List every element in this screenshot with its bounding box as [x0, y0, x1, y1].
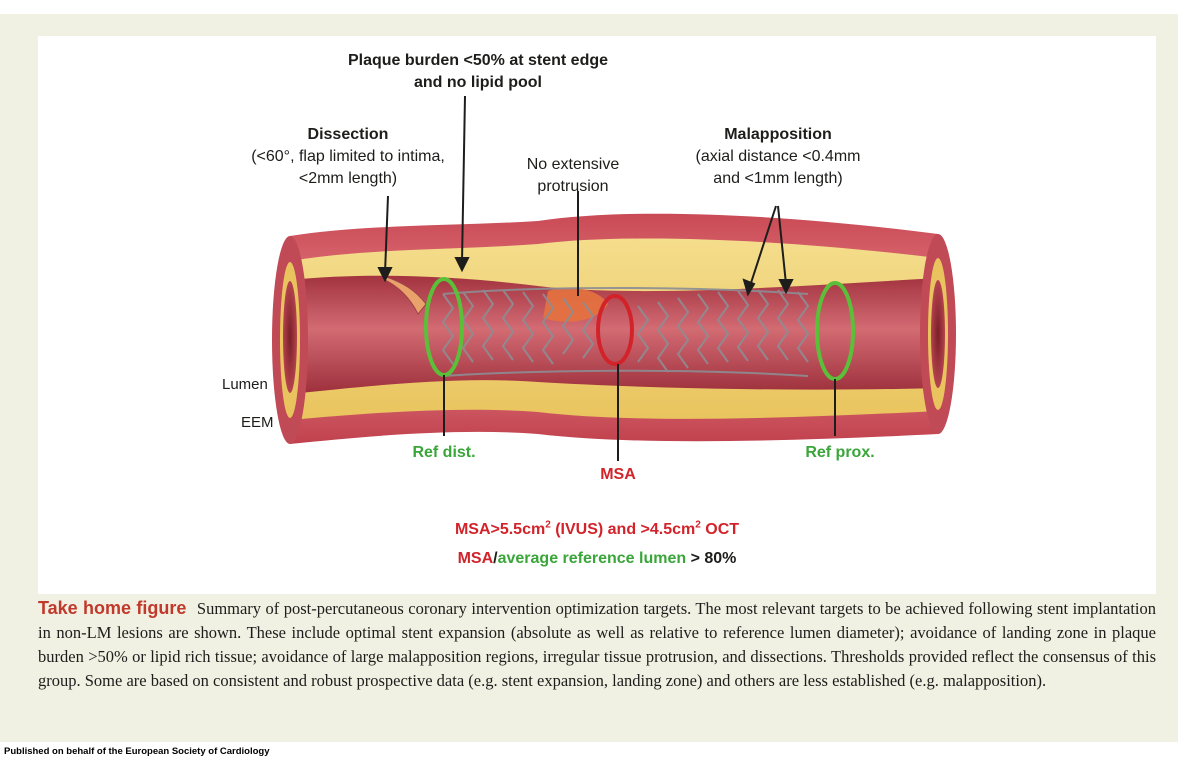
publisher-note: Published on behalf of the European Soci… — [4, 746, 270, 757]
vessel-illustration — [272, 95, 956, 461]
malapposition-label: Malapposition (axial distance <0.4mm and… — [695, 126, 861, 187]
plaque-pointer — [461, 95, 466, 263]
ref-prox-label: Ref prox. — [805, 444, 875, 461]
msa-absolute-target: MSA>5.5cm2 (IVUS) and >4.5cm2 OCT — [454, 520, 740, 539]
protrusion-label: No extensive protrusion — [526, 156, 620, 195]
caption-title: Take home figure — [38, 598, 187, 618]
stent — [441, 287, 810, 377]
figure-caption: Take home figure Summary of post-percuta… — [38, 596, 1156, 693]
dissection-flap — [382, 275, 427, 315]
ref-dist-label: Ref dist. — [412, 444, 476, 461]
msa-label: MSA — [600, 466, 636, 483]
figure-panel: Plaque burden <50% at stent edge and no … — [38, 36, 1156, 594]
dissection-pointer — [384, 195, 389, 274]
dissection-label: Dissection (<60°, flap limited to intima… — [251, 126, 445, 187]
msa-relative-target: MSA/average reference lumen > 80% — [457, 550, 737, 567]
plaque-burden-label: Plaque burden <50% at stent edge and no … — [347, 52, 609, 91]
lumen-label: Lumen — [222, 376, 268, 393]
eem-label: EEM — [241, 414, 274, 431]
caption-text: Summary of post-percutaneous coronary in… — [38, 599, 1157, 690]
msa-ring — [596, 294, 634, 366]
malapposition-pointer-right — [777, 205, 787, 285]
malapposition-pointer-left — [749, 205, 777, 287]
